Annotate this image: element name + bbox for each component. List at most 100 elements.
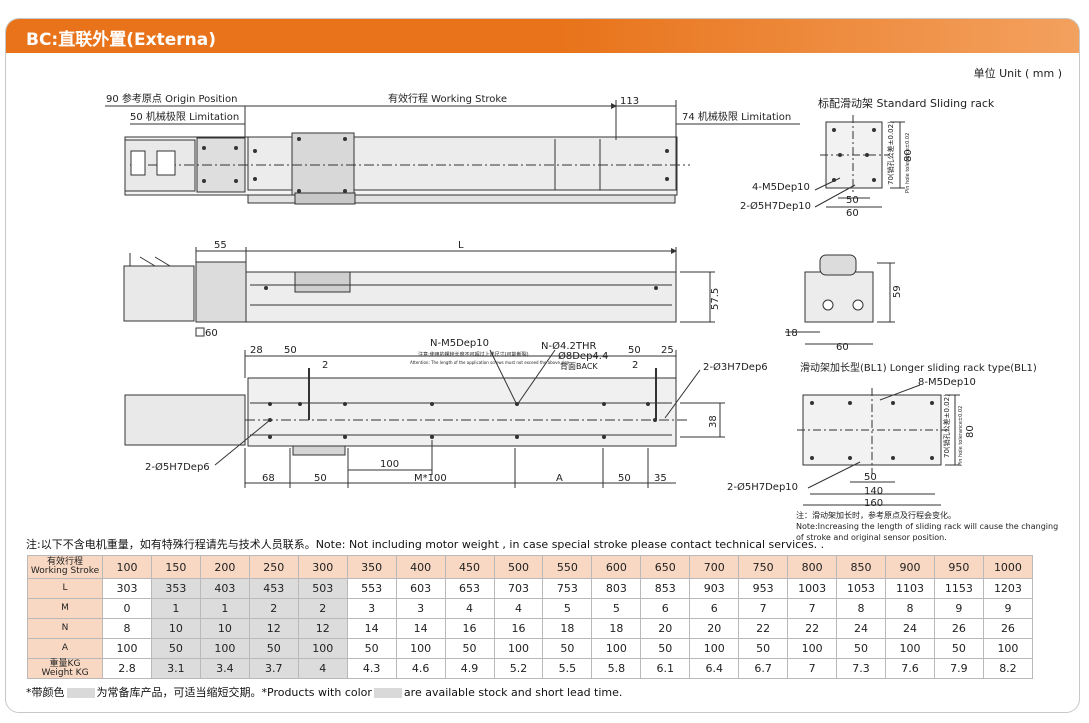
side-view [123, 247, 715, 337]
table-cell-weight-12: 6.4 [689, 658, 740, 679]
title-standard-rack: 标配滑动架 Standard Sliding rack [818, 96, 995, 110]
table-cell-stroke-6: 400 [395, 555, 446, 579]
table-cell-N-0: 8 [102, 618, 152, 639]
rack-note-cn: 注：滑动架加长时，参考原点及行程会变化。 [796, 511, 956, 520]
table-cell-weight-2: 3.4 [199, 658, 250, 679]
table-cell-M-14: 7 [787, 598, 838, 619]
table-cell-A-8: 100 [493, 638, 544, 659]
rack-dim-60: 60 [846, 208, 859, 219]
dim-L: L [458, 240, 464, 251]
table-cell-A-14: 100 [787, 638, 838, 659]
table-cell-N-3: 12 [248, 618, 299, 639]
long-rack-dim-80: 80 [965, 425, 976, 438]
table-cell-weight-13: 6.7 [738, 658, 789, 679]
row-header-A: A [27, 638, 103, 659]
table-cell-M-10: 5 [591, 598, 642, 619]
table-cell-A-0: 100 [102, 638, 152, 659]
table-cell-A-11: 50 [640, 638, 691, 659]
table-cell-weight-1: 3.1 [150, 658, 201, 679]
table-cell-A-17: 50 [933, 638, 984, 659]
dim-100: 100 [380, 459, 399, 470]
standard-rack-view [814, 115, 905, 208]
table-cell-stroke-8: 500 [493, 555, 544, 579]
table-cell-L-6: 603 [395, 578, 446, 599]
table-cell-A-16: 100 [885, 638, 935, 659]
table-cell-A-5: 50 [346, 638, 397, 659]
label-n-m5-note-en: Attention: The length of the application… [410, 360, 570, 365]
table-cell-L-9: 753 [542, 578, 593, 599]
technical-drawing: 90 参考原点 Origin Position 50 机械极限 Limitati… [105, 92, 1037, 509]
table-cell-N-5: 14 [346, 618, 397, 639]
dim-50-d: 50 [618, 473, 631, 484]
table-cell-M-13: 7 [738, 598, 789, 619]
table-cell-A-7: 50 [444, 638, 495, 659]
table-cell-L-8: 703 [493, 578, 544, 599]
row-header-L: L [27, 578, 103, 599]
table-cell-N-13: 22 [738, 618, 789, 639]
table-cell-stroke-18: 1000 [982, 555, 1034, 579]
rack-tolerance: 70(销孔公差±0.02) [886, 121, 895, 185]
table-cell-weight-18: 8.2 [982, 658, 1034, 679]
label-pin-right: 2-Ø3H7Dep6 [703, 361, 768, 373]
label-8dep: Ø8Dep4.4 [558, 350, 608, 362]
table-cell-A-4: 100 [297, 638, 348, 659]
section-title: BC:直联外置(Externa) [26, 30, 216, 50]
table-cell-weight-3: 3.7 [248, 658, 299, 679]
table-cell-weight-15: 7.3 [836, 658, 886, 679]
long-rack-tolerance: 70(销孔公差±0.02) [942, 394, 951, 458]
bottom-view [124, 349, 725, 488]
long-rack-dim-140: 140 [864, 486, 883, 497]
table-cell-stroke-15: 850 [836, 555, 886, 579]
table-cell-L-16: 1103 [885, 578, 935, 599]
table-cell-stroke-7: 450 [444, 555, 495, 579]
table-cell-L-1: 353 [150, 578, 201, 599]
label-right-limit: 74 机械极限 Limitation [682, 110, 791, 123]
table-cell-N-2: 10 [199, 618, 250, 639]
dim-50-a: 50 [284, 345, 297, 356]
table-cell-N-10: 18 [591, 618, 642, 639]
row-header-N: N [27, 618, 103, 639]
section-header: BC:直联外置(Externa) [6, 19, 1079, 74]
table-cell-L-3: 453 [248, 578, 299, 599]
table-cell-N-15: 24 [836, 618, 886, 639]
table-cell-L-4: 503 [297, 578, 348, 599]
title-long-rack: 滑动架加长型(BL1) Longer sliding rack type(BL1… [800, 361, 1037, 374]
table-cell-stroke-10: 600 [591, 555, 642, 579]
stock-note-post: are available stock and short lead time. [403, 686, 623, 699]
table-cell-stroke-2: 200 [199, 555, 250, 579]
table-cell-L-10: 803 [591, 578, 642, 599]
table-cell-N-7: 16 [444, 618, 495, 639]
top-view [105, 100, 800, 205]
table-cell-M-2: 1 [199, 598, 250, 619]
table-cell-L-17: 1153 [933, 578, 984, 599]
label-stroke: 有效行程 Working Stroke [388, 92, 507, 105]
long-rack-m5: 8-M5Dep10 [918, 377, 976, 388]
table-cell-N-1: 10 [150, 618, 201, 639]
table-cell-N-16: 24 [885, 618, 935, 639]
table-cell-N-4: 12 [297, 618, 348, 639]
table-cell-L-14: 1003 [787, 578, 838, 599]
table-cell-weight-14: 7 [787, 658, 838, 679]
table-cell-A-3: 50 [248, 638, 299, 659]
weight-note: 注:以下不含电机重量，如有特殊行程请先与技术人员联系。Note: Not inc… [26, 538, 825, 551]
end-dim-60: 60 [836, 342, 849, 353]
label-back: 背面BACK [560, 361, 598, 371]
stock-note-mid: 为常备库产品，可适当缩短交期。*Products with color [96, 686, 372, 699]
dim-50-c: 50 [314, 473, 327, 484]
dim-35: 35 [654, 473, 667, 484]
rack-m5: 4-M5Dep10 [752, 182, 810, 193]
table-cell-L-18: 1203 [982, 578, 1034, 599]
table-cell-M-12: 6 [689, 598, 740, 619]
dim-68: 68 [262, 473, 275, 484]
dim-m100: M*100 [414, 473, 447, 484]
table-cell-weight-17: 7.9 [933, 658, 984, 679]
rack-dim-50: 50 [846, 195, 859, 206]
table-cell-weight-6: 4.6 [395, 658, 446, 679]
